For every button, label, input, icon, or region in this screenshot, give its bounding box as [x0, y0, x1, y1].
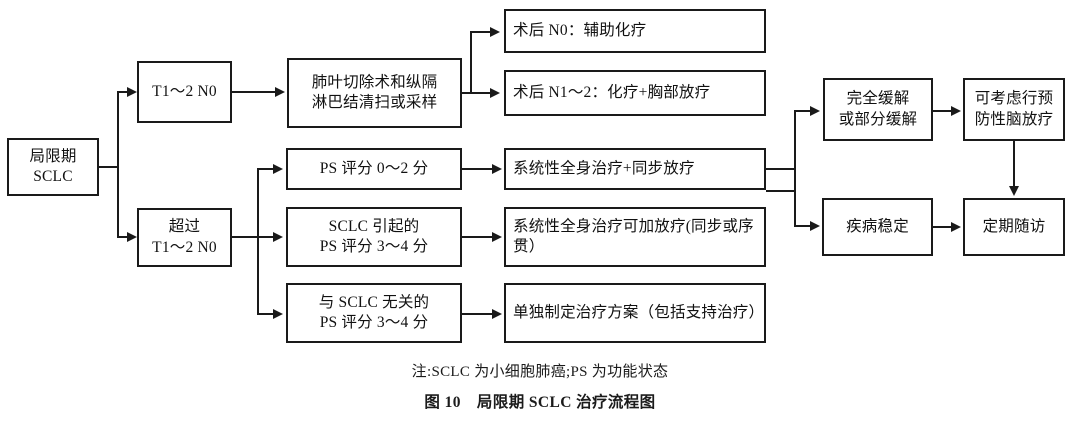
node-start-line1: 局限期 [29, 147, 77, 165]
node-stage-beyond-line2: T1～2 N0 [152, 238, 217, 256]
arrowhead-to-postop-n0 [490, 26, 500, 37]
arrowhead-to-add-rt [492, 231, 502, 242]
arrowhead-to-stable-disease [810, 220, 820, 231]
node-response-stable-disease: 疾病稳定 [822, 198, 933, 256]
node-stage-beyond-line1: 超过 [168, 218, 201, 236]
node-stage-t1-2-n0-label: T1～2 N0 [152, 82, 217, 100]
node-response-sd-label: 疾病稳定 [846, 217, 909, 235]
node-regular-followup: 定期随访 [963, 198, 1065, 256]
node-ps34-unrelated-line2: PS 评分 3～4 分 [319, 314, 429, 331]
node-tx-individual-label: 单独制定治疗方案（包括支持治疗） [513, 303, 765, 321]
node-ps-score-3-4-unrelated: 与 SCLC 无关的 PS 评分 3～4 分 [286, 283, 462, 343]
arrowhead-to-concurrent-therapy [492, 163, 502, 174]
edge-junction-to-ps-0-2 [257, 168, 274, 170]
edge-pci-to-followup [1013, 141, 1015, 187]
node-response-cr-pr-line1: 完全缓解 [846, 90, 910, 108]
edge-junction-to-stable-disease [794, 225, 811, 227]
arrowhead-to-followup-from-sd [951, 221, 961, 232]
edge-junction-to-postop-n0 [470, 31, 492, 33]
node-response-cr-or-pr: 完全缓解 或部分缓解 [823, 78, 933, 141]
node-stage-beyond-t1-2-n0: 超过 T1～2 N0 [137, 208, 232, 267]
edge-cr-pr-to-pci [933, 110, 952, 112]
edge-postop-junction-vertical [470, 31, 472, 93]
edge-surgery-to-postop-junction [462, 92, 494, 94]
node-pci-line2: 防性脑放疗 [974, 110, 1054, 128]
node-followup-label: 定期随访 [982, 217, 1046, 235]
node-ps-score-0-2: PS 评分 0～2 分 [286, 148, 462, 190]
arrowhead-to-ps-3-4-sclc [273, 231, 283, 242]
node-ps34-sclc-line1: SCLC 引起的 [328, 217, 420, 235]
node-stage-t1-2-n0: T1～2 N0 [137, 61, 232, 123]
edge-ps-3-4-unrelated-to-individualized [462, 313, 494, 315]
edge-trunk-to-t1-2-n0 [117, 91, 129, 93]
edge-ps-junction-vertical [257, 168, 259, 314]
arrowhead-to-pci [951, 105, 961, 116]
edge-junction-to-cr-pr [794, 110, 811, 112]
edge-junction-to-ps-3-4-unrelated [257, 313, 274, 315]
node-systemic-therapy-concurrent-rt: 系统性全身治疗+同步放疗 [504, 148, 766, 190]
arrowhead-to-ps-0-2 [273, 163, 283, 174]
arrowhead-to-individualized [492, 308, 502, 319]
edge-add-rt-to-response-junction [766, 190, 796, 192]
figure-caption-label: 图 10 [424, 394, 461, 411]
arrowhead-to-beyond-t1-2-n0 [127, 231, 137, 242]
edge-concurrent-to-response-junction [766, 168, 796, 170]
node-start-limited-stage-sclc: 局限期 SCLC [7, 138, 99, 196]
edge-start-to-trunk [99, 166, 119, 168]
node-postop-n0: 术后 N0：辅助化疗 [504, 9, 766, 53]
arrowhead-to-t1-2-n0 [127, 86, 137, 97]
edge-ps-0-2-to-concurrent-therapy [462, 168, 494, 170]
node-postop-n1-2: 术后 N1～2：化疗+胸部放疗 [504, 70, 766, 116]
edge-ps-3-4-sclc-to-add-rt [462, 236, 494, 238]
node-tx-add-rt-label: 系统性全身治疗可加放疗(同步或序贯） [513, 217, 754, 255]
node-surgery-line1: 肺叶切除术和纵隔 [311, 73, 438, 91]
arrowhead-to-cr-pr [810, 105, 820, 116]
arrowhead-to-followup-from-pci [1008, 186, 1019, 196]
node-prophylactic-cranial-irradiation: 可考虑行预 防性脑放疗 [963, 78, 1065, 141]
edge-stable-disease-to-followup [933, 226, 952, 228]
figure-caption: 图 10 局限期 SCLC 治疗流程图 [0, 390, 1080, 412]
edge-response-junction-vertical [794, 110, 796, 227]
node-ps34-sclc-line2: PS 评分 3～4 分 [319, 238, 429, 255]
node-postop-n1-2-label: 术后 N1～2：化疗+胸部放疗 [513, 83, 711, 101]
node-surgery-line2: 淋巴结清扫或采样 [311, 94, 438, 111]
edge-trunk-to-beyond [117, 236, 129, 238]
node-response-cr-pr-line2: 或部分缓解 [838, 110, 918, 128]
node-ps-score-3-4-sclc-related: SCLC 引起的 PS 评分 3～4 分 [286, 207, 462, 267]
node-start-line2: SCLC [33, 168, 73, 185]
node-ps-score-0-2-label: PS 评分 0～2 分 [319, 159, 429, 177]
node-individualized-treatment: 单独制定治疗方案（包括支持治疗） [504, 283, 766, 343]
node-tx-concurrent-label: 系统性全身治疗+同步放疗 [513, 159, 695, 177]
node-surgery-lobectomy: 肺叶切除术和纵隔 淋巴结清扫或采样 [287, 58, 462, 128]
node-postop-n0-label: 术后 N0：辅助化疗 [513, 21, 647, 39]
edge-trunk-vertical [117, 91, 119, 237]
arrowhead-to-ps-3-4-unrelated [273, 308, 283, 319]
figure-caption-title: 局限期 SCLC 治疗流程图 [476, 394, 656, 411]
arrowhead-to-postop-n1-2 [490, 87, 500, 98]
node-pci-line1: 可考虑行预 [974, 90, 1054, 108]
edge-beyond-to-ps-junction [232, 236, 274, 238]
edge-t1-2-n0-to-surgery [232, 91, 275, 93]
node-ps34-unrelated-line1: 与 SCLC 无关的 [318, 293, 430, 311]
arrowhead-to-surgery [275, 86, 285, 97]
figure-note: 注:SCLC 为小细胞肺癌;PS 为功能状态 [411, 364, 669, 380]
node-systemic-therapy-plus-rt: 系统性全身治疗可加放疗(同步或序贯） [504, 207, 766, 267]
